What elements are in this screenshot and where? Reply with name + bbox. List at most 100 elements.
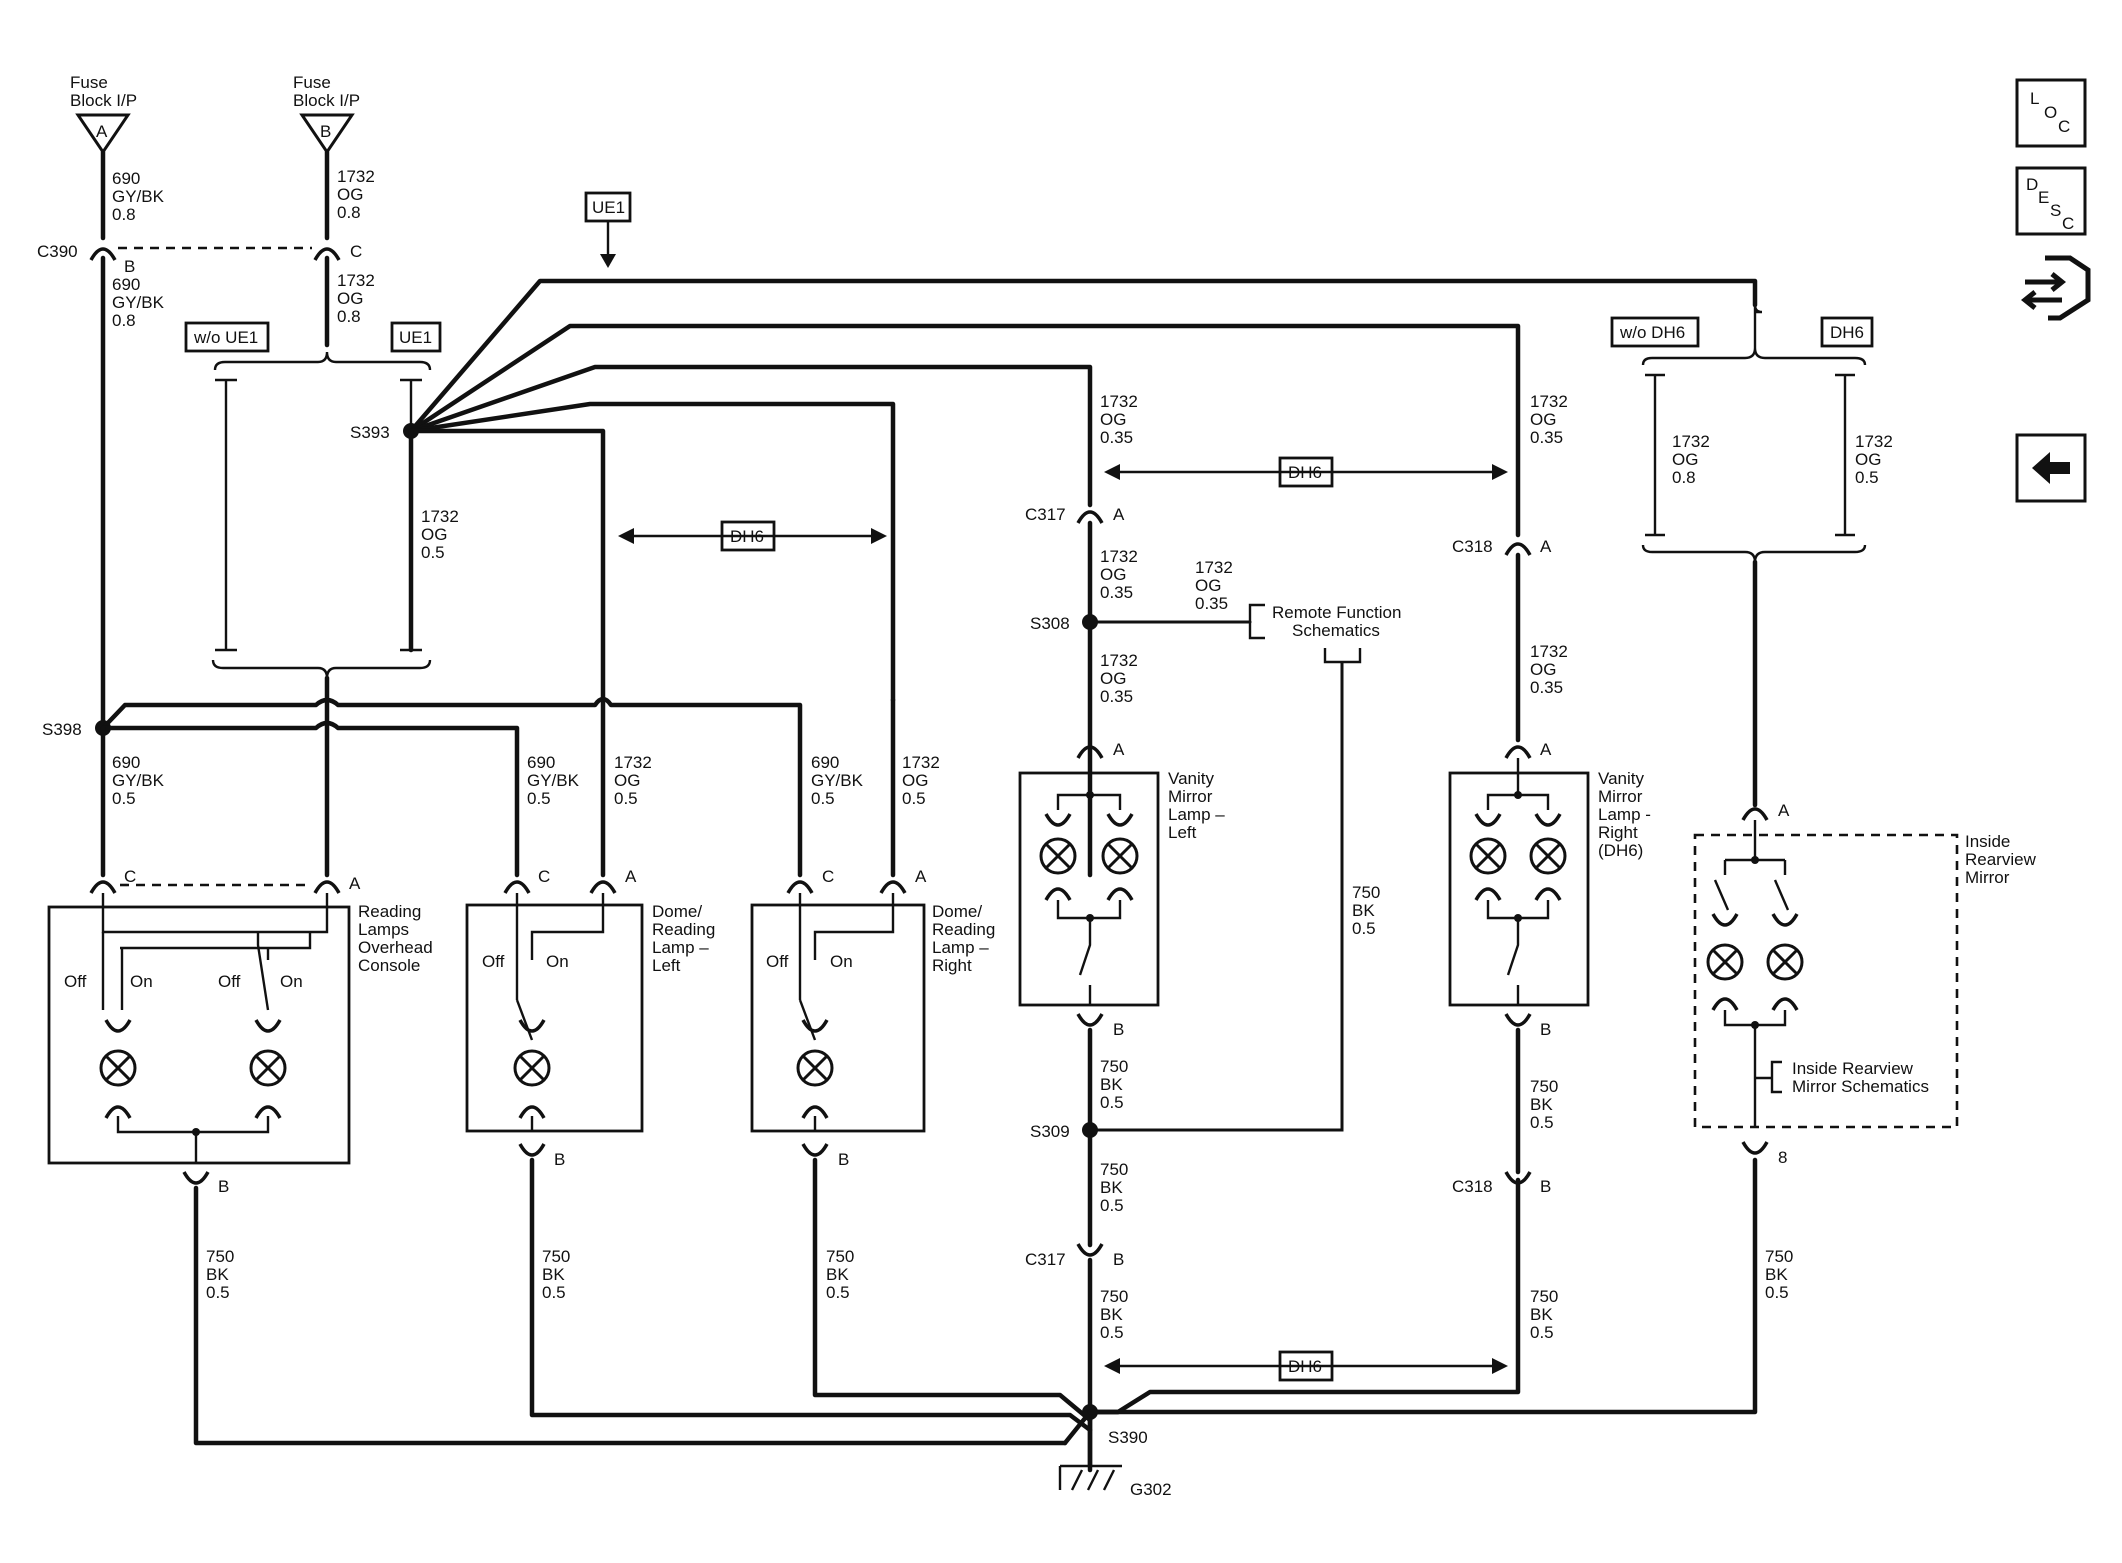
svg-text:B: B bbox=[1113, 1250, 1124, 1269]
wire-label: OG bbox=[421, 525, 447, 544]
wire-label: BK bbox=[1530, 1305, 1553, 1324]
wire-label: 750 bbox=[1352, 883, 1380, 902]
svg-text:Dome/: Dome/ bbox=[652, 902, 702, 921]
wire-label: 1732 bbox=[1100, 651, 1138, 670]
fuse-b-letter: B bbox=[320, 122, 331, 141]
svg-text:Lamp –: Lamp – bbox=[1168, 805, 1225, 824]
wire-label: 0.35 bbox=[1195, 594, 1228, 613]
svg-text:C: C bbox=[2058, 117, 2070, 136]
wire-label: 750 bbox=[542, 1247, 570, 1266]
remote-function-schematics-link[interactable]: Remote Function Schematics bbox=[1272, 603, 1401, 640]
svg-text:(DH6): (DH6) bbox=[1598, 841, 1643, 860]
lamp-icon bbox=[1039, 837, 1077, 875]
svg-text:Reading: Reading bbox=[652, 920, 715, 939]
option-box-dh6-mirror: DH6 bbox=[1820, 316, 1874, 348]
lamp-icon bbox=[1101, 837, 1139, 875]
svg-text:Off: Off bbox=[482, 952, 505, 971]
svg-text:E: E bbox=[2038, 188, 2049, 207]
fuse-b-label-1: Fuse bbox=[293, 73, 331, 92]
c390-pin-c: C bbox=[350, 242, 362, 261]
wire-label: 690 bbox=[811, 753, 839, 772]
s393-label: S393 bbox=[350, 423, 390, 442]
c318-bottom-label: C318 bbox=[1452, 1177, 1493, 1196]
wire-label: OG bbox=[337, 185, 363, 204]
lamp-icon bbox=[249, 1049, 287, 1087]
wire-label: 750 bbox=[206, 1247, 234, 1266]
svg-text:Mirror: Mirror bbox=[1168, 787, 1213, 806]
svg-text:Mirror Schematics: Mirror Schematics bbox=[1792, 1077, 1929, 1096]
wire-label: BK bbox=[1100, 1305, 1123, 1324]
wire-label: GY/BK bbox=[527, 771, 580, 790]
wire-label: 1732 bbox=[421, 507, 459, 526]
svg-text:Dome/: Dome/ bbox=[932, 902, 982, 921]
svg-text:A: A bbox=[1778, 801, 1790, 820]
wire-label: 0.5 bbox=[1855, 468, 1879, 487]
wire-label: 0.5 bbox=[1352, 919, 1376, 938]
option-box-dh6-bottom: DH6 bbox=[1278, 1350, 1334, 1382]
wire-label: 1732 bbox=[1100, 547, 1138, 566]
reading-lamps-overhead-console: C A Off On Off On Reading Lamps Overhead… bbox=[47, 867, 433, 1165]
wire-label: 0.8 bbox=[337, 307, 361, 326]
fuse-block-a: Fuse Block I/P A bbox=[70, 73, 137, 155]
lamp-icon bbox=[1469, 837, 1507, 875]
wire-label: 0.5 bbox=[206, 1283, 230, 1302]
svg-text:G302: G302 bbox=[1130, 1480, 1172, 1499]
lamp-icon bbox=[99, 1049, 137, 1087]
svg-text:B: B bbox=[838, 1150, 849, 1169]
back-arrow-icon bbox=[2032, 452, 2070, 484]
wire-label: 750 bbox=[1530, 1287, 1558, 1306]
description-button[interactable]: D E S C bbox=[2015, 166, 2087, 236]
wire-label: OG bbox=[337, 289, 363, 308]
wire-label: 1732 bbox=[1855, 432, 1893, 451]
wire-label: 0.5 bbox=[112, 789, 136, 808]
svg-text:A: A bbox=[915, 867, 927, 886]
wire-label: 0.35 bbox=[1530, 678, 1563, 697]
svg-text:8: 8 bbox=[1778, 1148, 1787, 1167]
wire-label: BK bbox=[1765, 1265, 1788, 1284]
svg-text:Left: Left bbox=[652, 956, 681, 975]
svg-text:Right: Right bbox=[1598, 823, 1638, 842]
wire-label: 0.5 bbox=[826, 1283, 850, 1302]
svg-text:S: S bbox=[2050, 201, 2061, 220]
ground-g302: G302 bbox=[1058, 1417, 1172, 1499]
location-button[interactable]: L O C bbox=[2015, 78, 2087, 148]
option-box-wo-ue1: w/o UE1 bbox=[184, 321, 270, 353]
svg-text:Off: Off bbox=[64, 972, 87, 991]
svg-text:Vanity: Vanity bbox=[1598, 769, 1644, 788]
option-box-dh6-top: DH6 bbox=[1278, 456, 1334, 488]
connector-swap-button[interactable] bbox=[2020, 255, 2091, 321]
inside-rearview-mirror-schematics-link[interactable]: Inside Rearview Mirror Schematics bbox=[1792, 1059, 1929, 1096]
wire-label: OG bbox=[614, 771, 640, 790]
svg-text:UE1: UE1 bbox=[399, 328, 432, 347]
wire-label: 1732 bbox=[1195, 558, 1233, 577]
svg-text:Overhead: Overhead bbox=[358, 938, 433, 957]
svg-text:B: B bbox=[1540, 1020, 1551, 1039]
option-box-ue1-top: UE1 bbox=[584, 191, 632, 223]
wire-label: 0.35 bbox=[1100, 583, 1133, 602]
wire-label: 1732 bbox=[337, 271, 375, 290]
c390-pin-b: B bbox=[124, 257, 135, 276]
wire-label: GY/BK bbox=[112, 771, 165, 790]
wire-label: OG bbox=[1530, 410, 1556, 429]
lamp-icon bbox=[1529, 837, 1567, 875]
option-box-wo-dh6: w/o DH6 bbox=[1610, 316, 1700, 348]
wire-label: 0.8 bbox=[1672, 468, 1696, 487]
svg-text:Remote Function: Remote Function bbox=[1272, 603, 1401, 622]
svg-text:Lamp –: Lamp – bbox=[652, 938, 709, 957]
svg-text:On: On bbox=[280, 972, 303, 991]
svg-text:C: C bbox=[822, 867, 834, 886]
wire-label: OG bbox=[1100, 410, 1126, 429]
svg-text:Lamp –: Lamp – bbox=[932, 938, 989, 957]
svg-text:DH6: DH6 bbox=[1288, 1357, 1322, 1376]
vanity-mirror-lamp-right: A Vanity Mirror Lamp - Right (DH6) bbox=[1448, 740, 1651, 1007]
back-button[interactable] bbox=[2015, 433, 2087, 503]
inside-rearview-mirror: A Inside Rearview Mirror Schematics Insi… bbox=[1693, 801, 2037, 1129]
svg-text:Schematics: Schematics bbox=[1292, 621, 1380, 640]
wire-label: 0.8 bbox=[112, 311, 136, 330]
svg-text:Rearview: Rearview bbox=[1965, 850, 2037, 869]
wire-label: 690 bbox=[112, 169, 140, 188]
wire-label: 1732 bbox=[1530, 392, 1568, 411]
option-box-dh6-dome: DH6 bbox=[720, 520, 776, 552]
svg-text:B: B bbox=[554, 1150, 565, 1169]
svg-text:A: A bbox=[349, 874, 361, 893]
